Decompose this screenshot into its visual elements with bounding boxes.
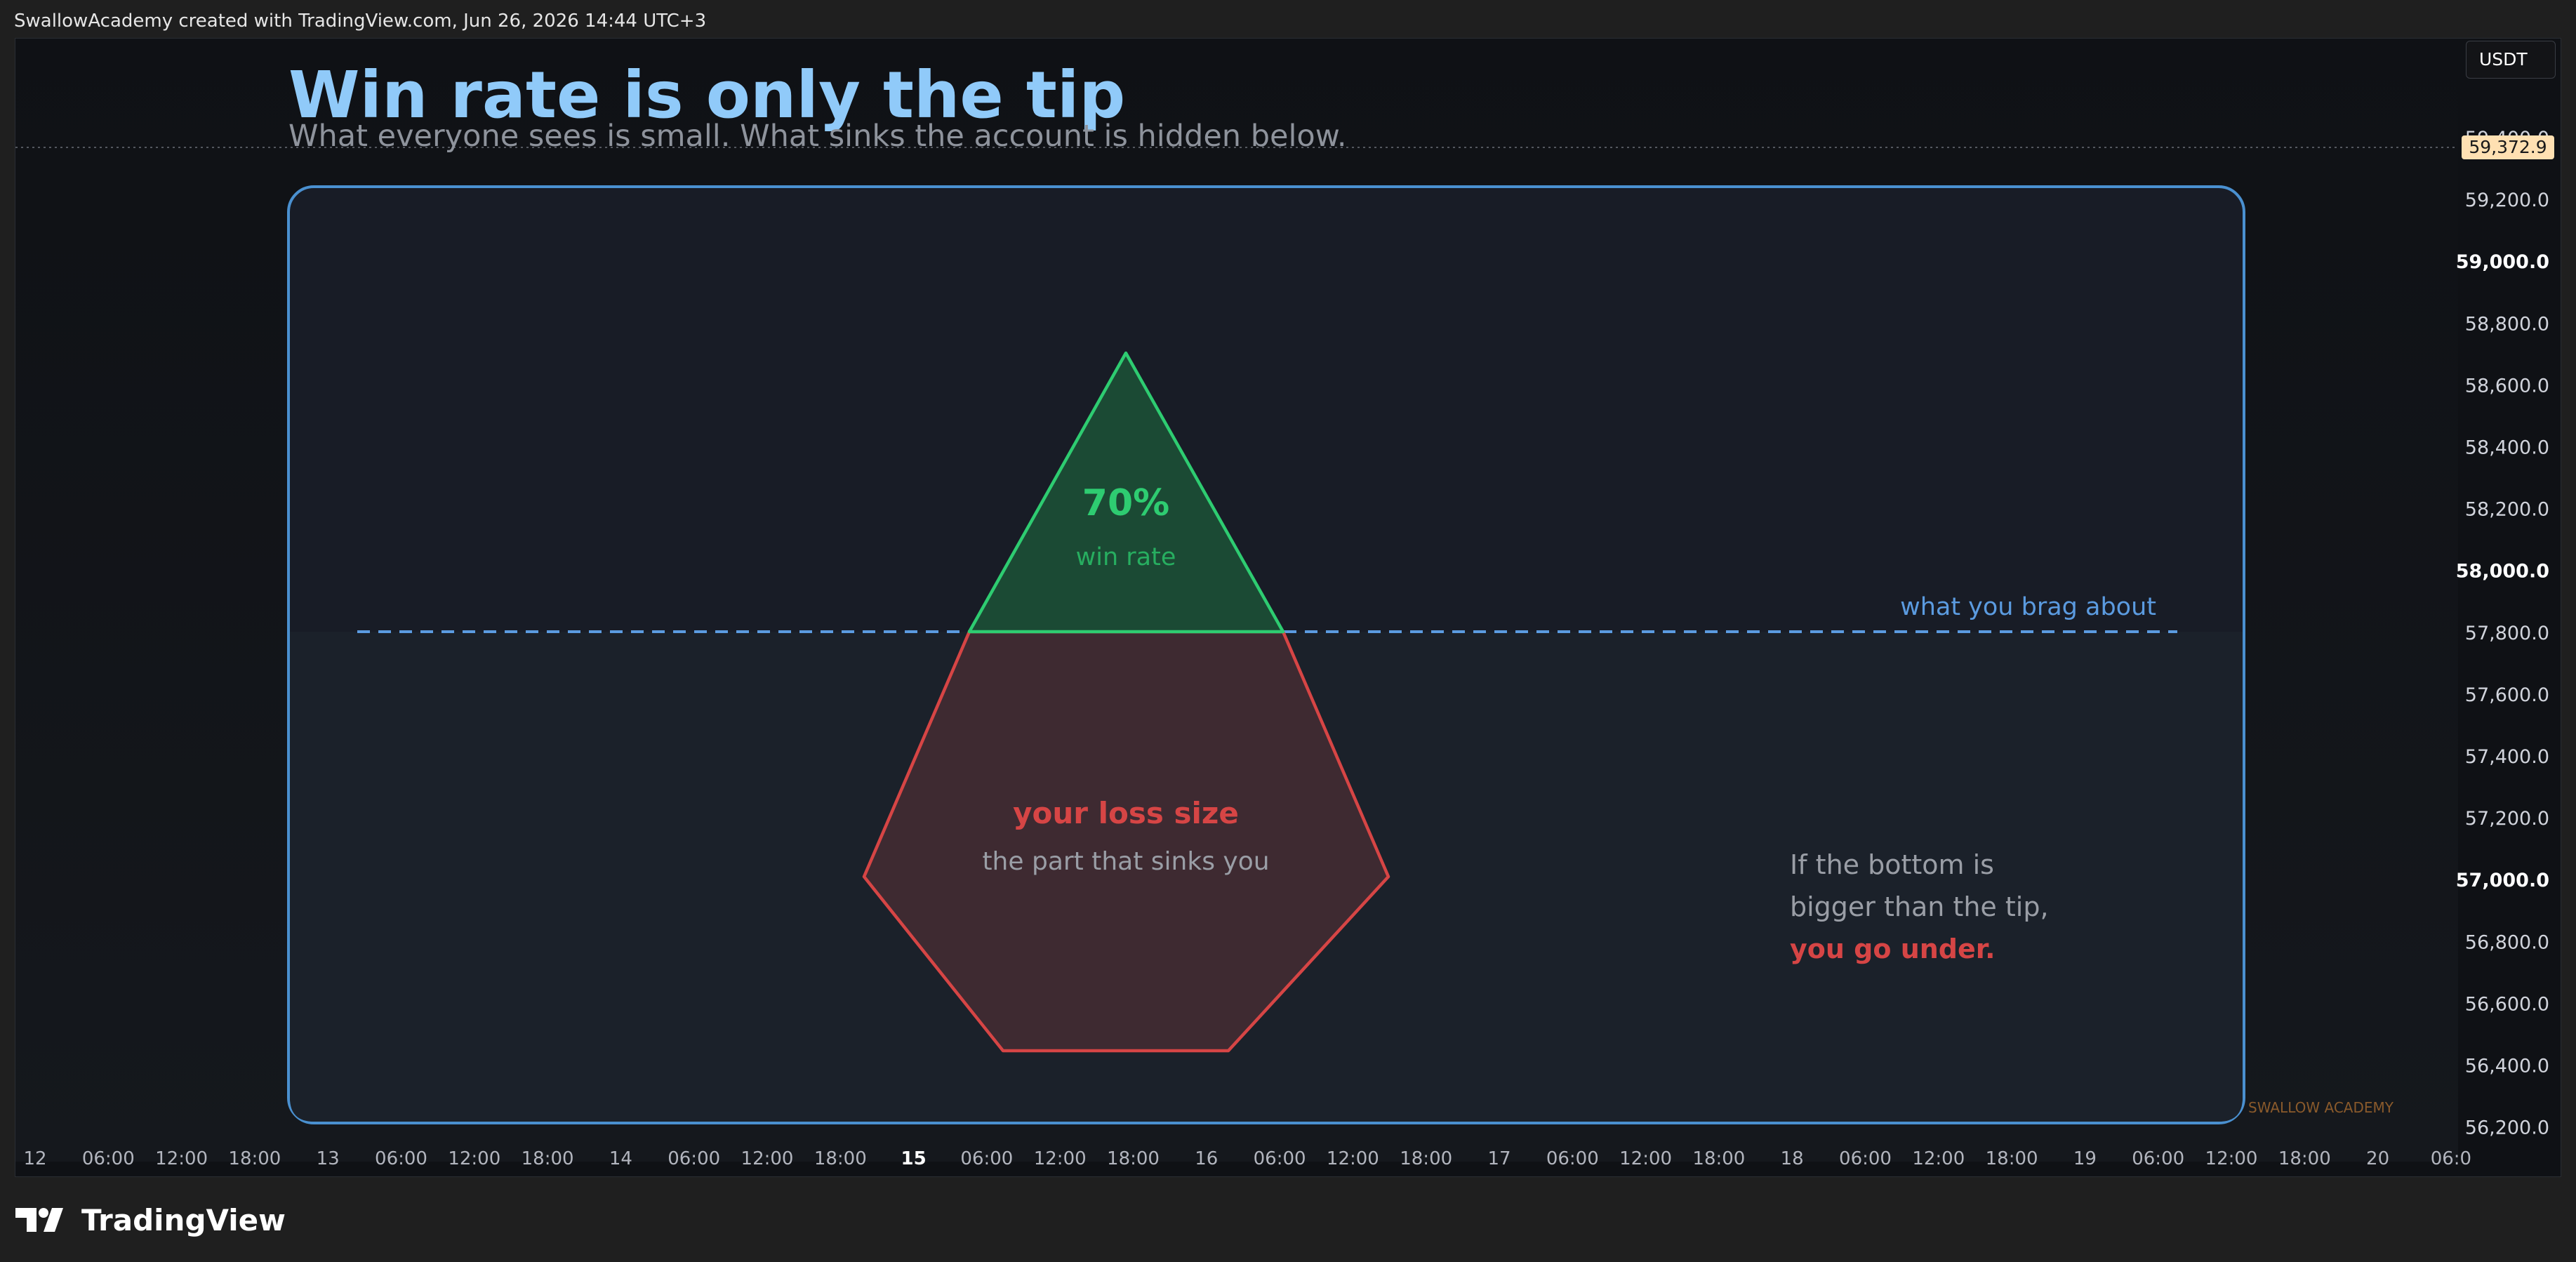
tradingview-logo-icon [15, 1208, 63, 1232]
time-tick-label: 18:00 [522, 1148, 574, 1169]
time-tick-label: 06:00 [1546, 1148, 1599, 1169]
attribution-bar: SwallowAcademy created with TradingView.… [0, 0, 2576, 38]
time-tick-label: 15 [901, 1148, 927, 1169]
win-rate-label: win rate [1076, 543, 1176, 571]
price-tick-label: 58,200.0 [2465, 499, 2549, 521]
price-tick-label: 58,600.0 [2465, 375, 2549, 397]
note-emphasis: you go under. [1790, 934, 1996, 964]
time-tick-label: 14 [609, 1148, 632, 1169]
time-tick-label: 18 [1781, 1148, 1804, 1169]
chart-panel[interactable]: Win rate is only the tip What everyone s… [15, 38, 2561, 1177]
price-tick-label: 58,000.0 [2456, 561, 2549, 583]
footer-bar [0, 1177, 2576, 1262]
time-tick-label: 12:00 [741, 1148, 794, 1169]
attribution-text: SwallowAcademy created with TradingView.… [14, 11, 707, 32]
time-tick-label: 18:00 [1986, 1148, 2038, 1169]
price-tick-label: 59,200.0 [2465, 190, 2549, 211]
time-tick-label: 18:00 [1400, 1148, 1452, 1169]
waterline-label: what you brag about [1900, 593, 2156, 621]
time-tick-label: 12:00 [1619, 1148, 1672, 1169]
price-tick-label: 57,200.0 [2465, 808, 2549, 830]
time-tick-label: 06:00 [82, 1148, 135, 1169]
time-tick-label: 18:00 [1107, 1148, 1160, 1169]
time-tick-label: 18:00 [228, 1148, 281, 1169]
time-tick-label: 17 [1487, 1148, 1511, 1169]
price-tick-label: 58,800.0 [2465, 313, 2549, 335]
time-tick-label: 12:00 [1327, 1148, 1379, 1169]
price-tick-label: 57,600.0 [2465, 684, 2549, 706]
time-tick-label: 12:00 [2205, 1148, 2258, 1169]
time-tick-label: 18:00 [814, 1148, 867, 1169]
tradingview-logo-text: TradingView [81, 1202, 286, 1237]
time-tick-label: 19 [2073, 1148, 2097, 1169]
currency-selector-button[interactable]: USDT [2466, 41, 2556, 79]
price-tick-label: 57,800.0 [2465, 623, 2549, 644]
price-tick-label: 56,800.0 [2465, 931, 2549, 953]
infographic-title: Win rate is only the tip [288, 58, 1125, 133]
time-axis[interactable]: 12 06:00 12:00 18:00 13 06:00 12:00 18:00 14 06:0… [23, 1148, 2471, 1169]
price-tick-label: 56,400.0 [2465, 1056, 2549, 1077]
time-tick-label: 12:00 [1034, 1148, 1087, 1169]
note-line-1: If the bottom is [1790, 849, 1994, 880]
time-tick-label: 18:00 [2278, 1148, 2331, 1169]
win-rate-value: 70% [1082, 482, 1169, 524]
price-tick-label: 57,000.0 [2456, 870, 2549, 891]
time-tick-label: 06:00 [960, 1148, 1013, 1169]
time-tick-label: 12:00 [155, 1148, 208, 1169]
time-tick-label: 12 [23, 1148, 46, 1169]
price-tick-label: 58,400.0 [2465, 437, 2549, 459]
time-tick-label: 12:00 [448, 1148, 500, 1169]
time-tick-label: 16 [1195, 1148, 1218, 1169]
time-tick-label: 20 [2366, 1148, 2389, 1169]
time-tick-label: 06:00 [1254, 1148, 1306, 1169]
time-tick-label: 12:00 [1912, 1148, 1965, 1169]
infographic-subtitle: What everyone sees is small. What sinks … [288, 119, 1347, 154]
note-line-2: bigger than the tip, [1790, 891, 2049, 922]
price-tick-label: 57,400.0 [2465, 746, 2549, 768]
tradingview-logo[interactable]: TradingView [15, 1203, 286, 1237]
win-rate-tip-shape [967, 351, 1285, 634]
loss-size-title: your loss size [1013, 796, 1239, 830]
time-tick-label: 06:00 [375, 1148, 427, 1169]
price-tick-label: 56,600.0 [2465, 993, 2549, 1015]
last-price-badge: 59,372.9 [2462, 135, 2554, 159]
price-tick-label: 56,200.0 [2465, 1117, 2549, 1139]
time-tick-label: 06:00 [668, 1148, 720, 1169]
time-tick-label: 18:00 [1692, 1148, 1745, 1169]
time-tick-label: 06:00 [1839, 1148, 1892, 1169]
time-tick-label: 06:00 [2132, 1148, 2184, 1169]
chart-canvas[interactable]: Win rate is only the tip What everyone s… [15, 39, 2561, 1177]
loss-size-subtitle: the part that sinks you [982, 847, 1269, 876]
price-axis[interactable]: 59,400.059,200.059,000.058,800.058,600.0… [2456, 128, 2549, 1139]
price-tick-label: 59,000.0 [2456, 251, 2549, 273]
time-tick-label: 13 [317, 1148, 340, 1169]
watermark: SWALLOW ACADEMY [2248, 1099, 2394, 1116]
time-tick-label: 06:0 [2431, 1148, 2471, 1169]
